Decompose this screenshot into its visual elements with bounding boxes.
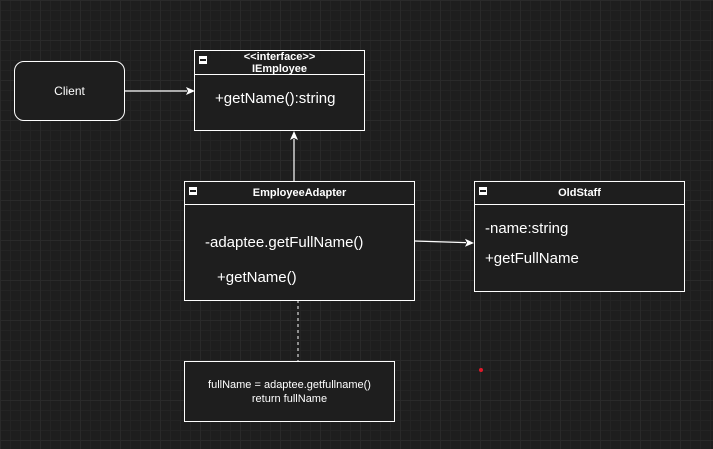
class-header: OldStaff (475, 182, 684, 205)
interface-stereotype: <<interface>> (243, 51, 316, 63)
collapse-icon[interactable] (479, 187, 487, 195)
interface-name: IEmployee (251, 63, 308, 75)
oldstaff-member-0: -name:string (485, 220, 569, 237)
interface-member-0: +getName():string (215, 90, 336, 107)
class-employee-adapter[interactable]: EmployeeAdapter -adaptee.getFullName() +… (184, 181, 415, 301)
client-label: Client (54, 84, 85, 98)
edge-adapter-to-oldstaff[interactable] (413, 238, 474, 247)
adapter-member-0: -adaptee.getFullName() (205, 234, 364, 251)
class-old-staff[interactable]: OldStaff -name:string +getFullName (474, 181, 685, 292)
note-line-1: fullName = adaptee.getfullname() (208, 378, 371, 391)
oldstaff-member-1: +getFullName (485, 250, 579, 267)
adapter-member-1: +getName() (217, 269, 297, 286)
class-iemployee[interactable]: <<interface>> IEmployee +getName():strin… (194, 50, 365, 131)
adapter-name: EmployeeAdapter (252, 187, 347, 199)
edge-adapter-to-interface[interactable] (290, 131, 298, 181)
class-header: EmployeeAdapter (185, 182, 414, 205)
client-node[interactable]: Client (14, 61, 125, 121)
arrowhead-icon (290, 131, 298, 140)
arrowhead-icon (186, 87, 195, 95)
note-line-2: return fullName (251, 392, 328, 405)
note-node[interactable]: fullName = adaptee.getfullname() return … (184, 361, 395, 422)
class-header: <<interface>> IEmployee (195, 51, 364, 75)
oldstaff-name: OldStaff (558, 187, 601, 199)
red-dot-marker (479, 368, 483, 372)
collapse-icon[interactable] (199, 56, 207, 64)
collapse-icon[interactable] (189, 187, 197, 195)
edge-client-to-interface[interactable] (125, 87, 195, 95)
arrowhead-icon (465, 238, 474, 247)
